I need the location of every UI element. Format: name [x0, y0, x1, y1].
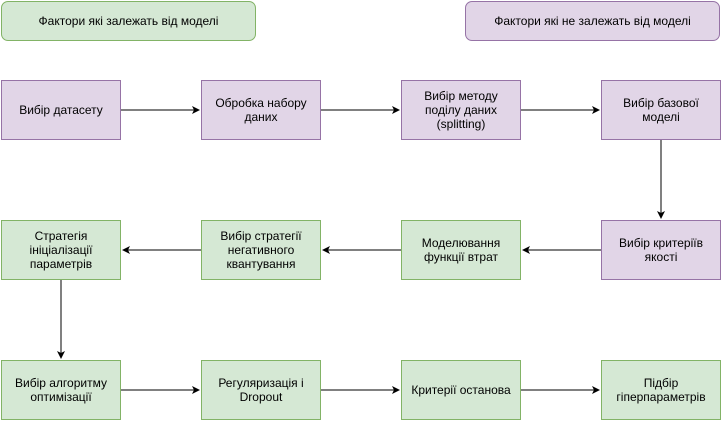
legend-model-dependent-label: Фактори які залежать від моделі [38, 14, 219, 28]
legend-model-independent-label: Фактори які не залежать від моделі [494, 14, 691, 28]
node-param-initialization-label: Стратегія ініціалізації параметрів [29, 229, 93, 271]
node-dataset-selection-label: Вибір датасету [19, 103, 103, 117]
node-base-model-label: Вибір базової моделі [623, 96, 699, 124]
node-dataset-processing-label: Обробка набору даних [215, 96, 307, 124]
node-dataset-processing: Обробка набору даних [201, 80, 321, 140]
node-regularization-dropout-label: Регуляризація і Dropout [218, 376, 304, 404]
node-base-model: Вибір базової моделі [601, 80, 721, 140]
node-optimizer-selection-label: Вибір алгоритму оптимізації [15, 376, 107, 404]
node-negative-sampling-label: Вибір стратегії негативного квантування [220, 229, 302, 271]
node-loss-modeling-label: Моделювання функції втрат [421, 236, 501, 264]
node-splitting-method-label: Вибір методу поділу даних (splitting) [424, 89, 498, 131]
node-dataset-selection: Вибір датасету [1, 80, 121, 140]
node-loss-modeling: Моделювання функції втрат [401, 220, 521, 280]
node-hyperparameter-tuning: Підбір гіперпараметрів [601, 360, 721, 420]
node-splitting-method: Вибір методу поділу даних (splitting) [401, 80, 521, 140]
node-quality-criteria: Вибір критеріїв якості [601, 220, 721, 280]
node-optimizer-selection: Вибір алгоритму оптимізації [1, 360, 121, 420]
node-negative-sampling: Вибір стратегії негативного квантування [201, 220, 321, 280]
legend-model-dependent: Фактори які залежать від моделі [1, 1, 256, 41]
node-quality-criteria-label: Вибір критеріїв якості [619, 236, 703, 264]
node-param-initialization: Стратегія ініціалізації параметрів [1, 220, 121, 280]
node-stopping-criteria: Критерії останова [401, 360, 521, 420]
node-regularization-dropout: Регуляризація і Dropout [201, 360, 321, 420]
node-hyperparameter-tuning-label: Підбір гіперпараметрів [616, 376, 706, 404]
legend-model-independent: Фактори які не залежать від моделі [465, 1, 720, 41]
node-stopping-criteria-label: Критерії останова [411, 383, 511, 397]
